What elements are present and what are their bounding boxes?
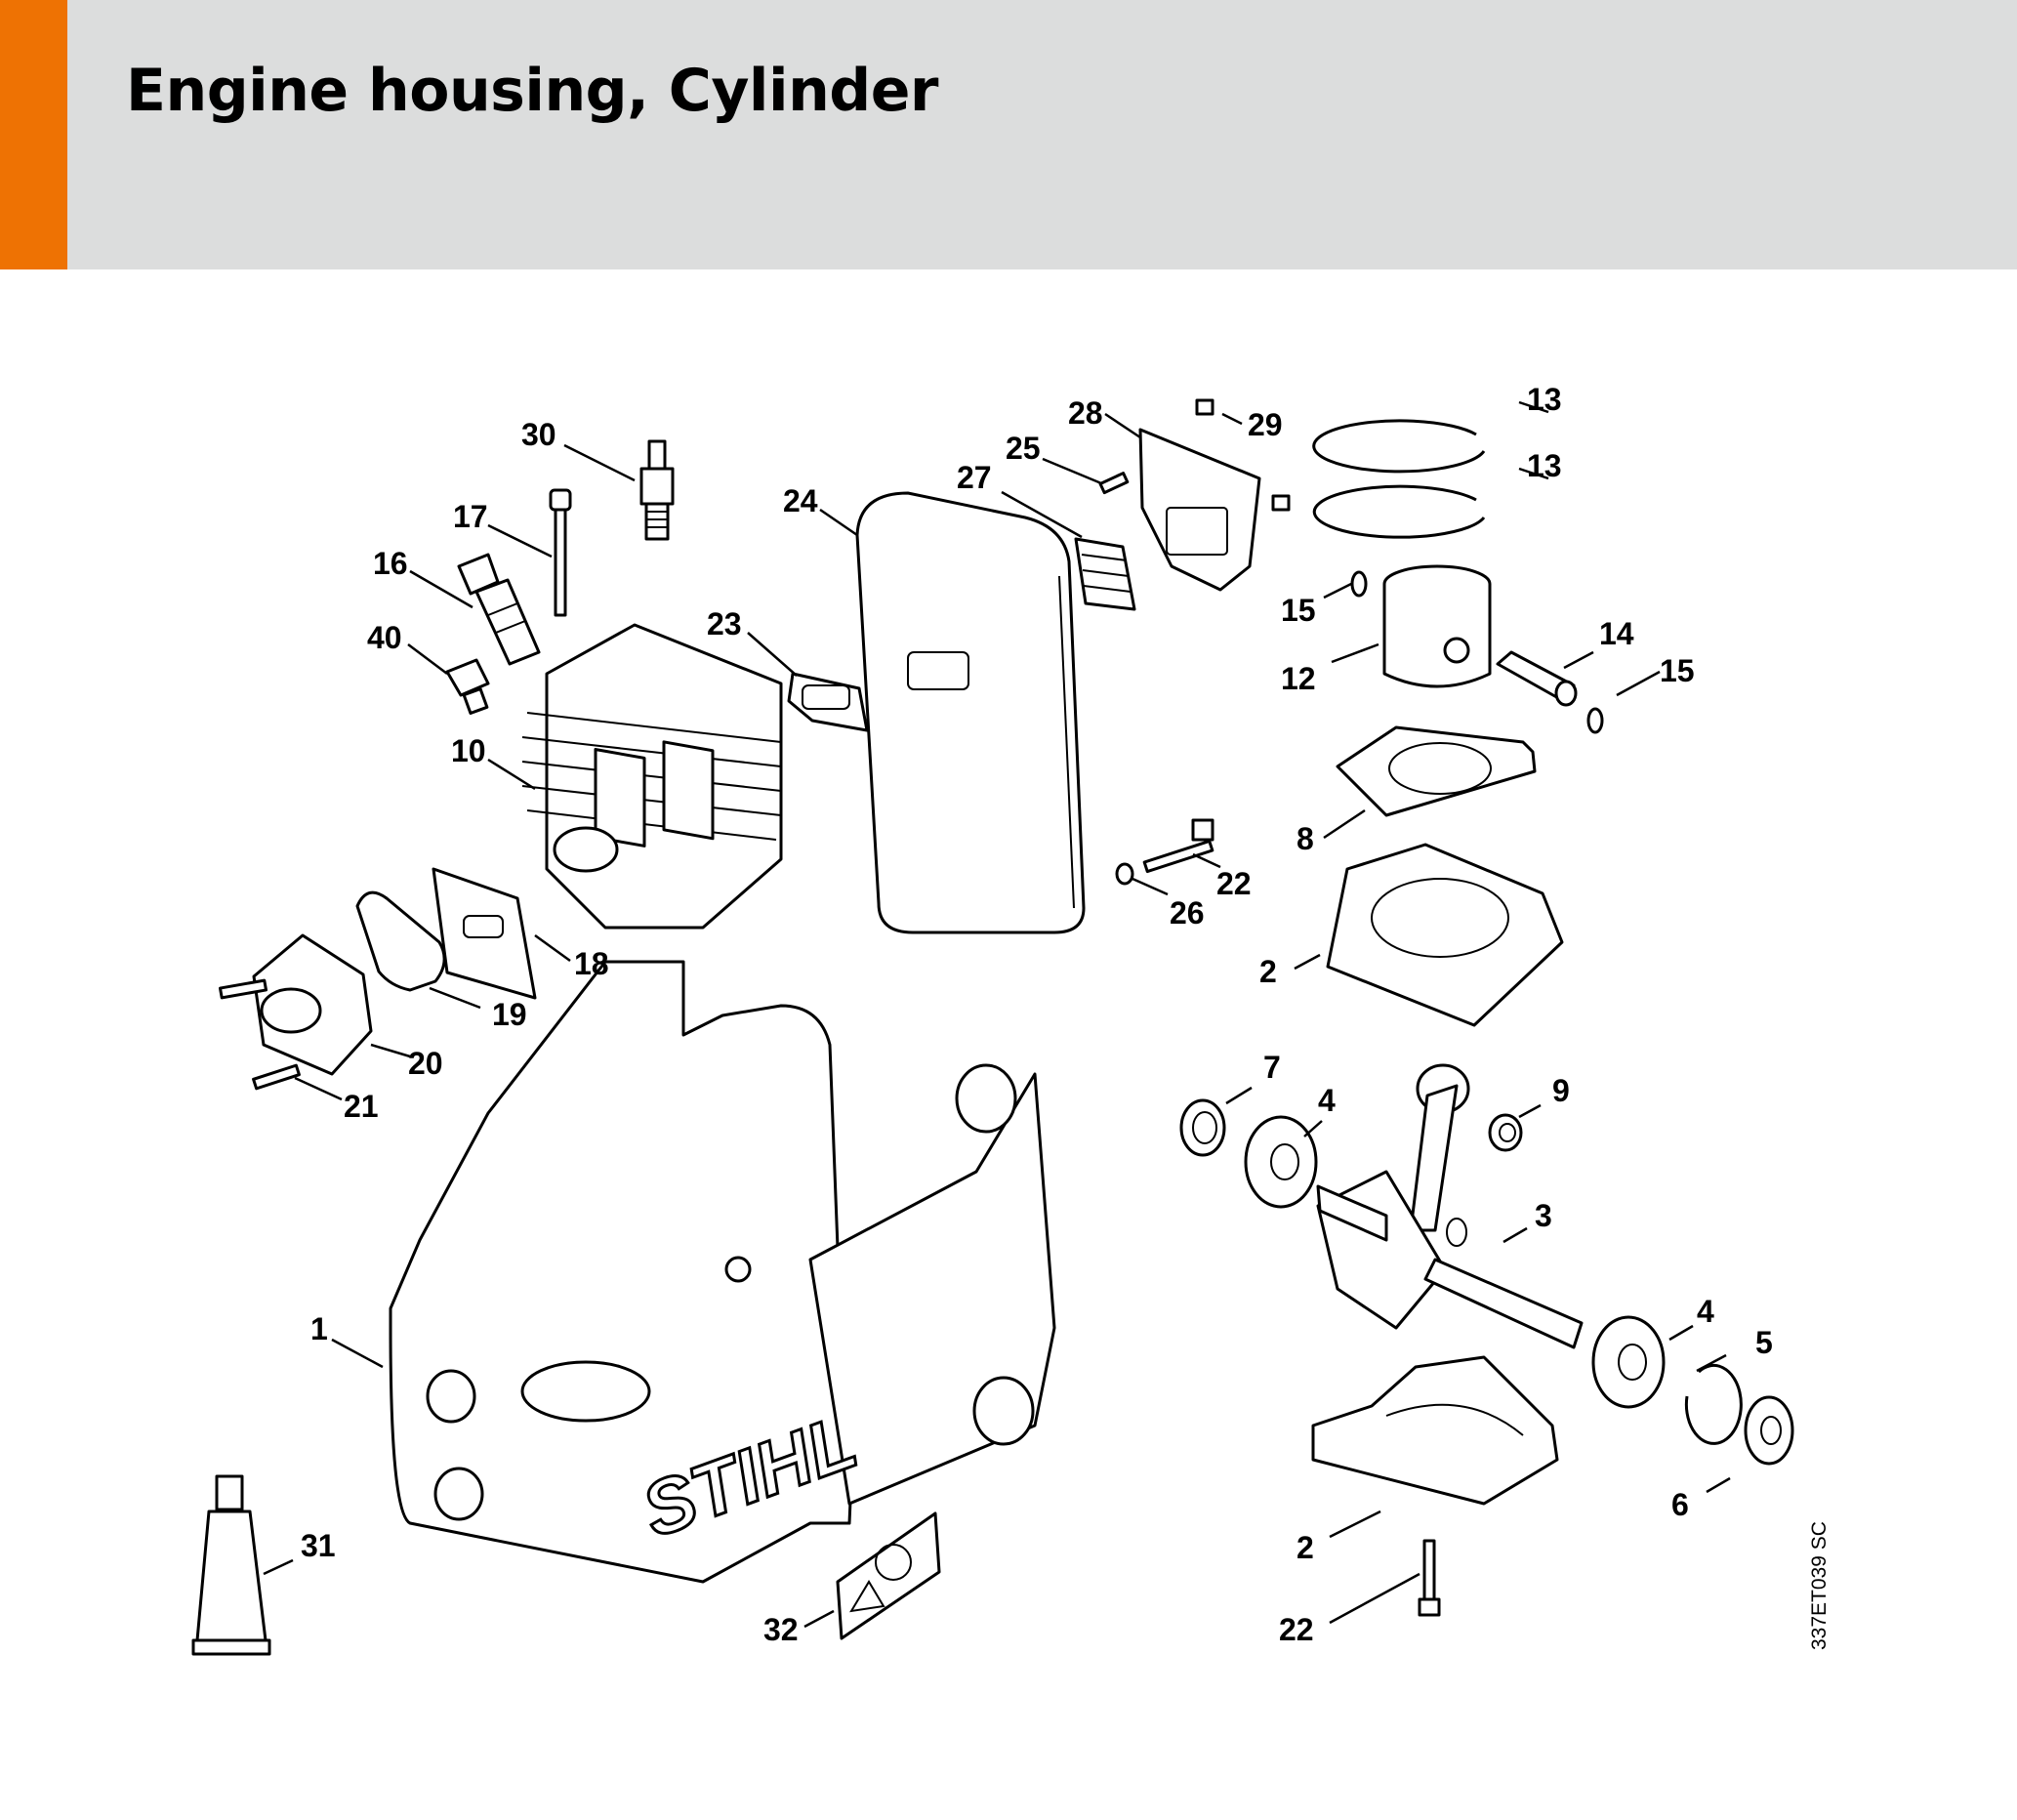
spark-plug (639, 439, 675, 541)
drawing-reference-code: 337ET039 SC (1808, 1521, 1831, 1650)
callout-16: 16 (373, 546, 408, 581)
flange-screws (218, 978, 301, 1091)
callout-9: 9 (1552, 1073, 1570, 1108)
decompression-valve (457, 553, 541, 666)
ball-bearing-left (1244, 1115, 1318, 1209)
callout-4-left: 4 (1318, 1083, 1336, 1118)
callout-1: 1 (310, 1311, 328, 1346)
callout-13-upper: 13 (1527, 382, 1562, 417)
circlips (1350, 570, 1604, 734)
callout-6: 6 (1671, 1487, 1689, 1522)
cylinder (521, 623, 783, 930)
callout-4-right: 4 (1697, 1294, 1714, 1329)
cover-screws (1098, 398, 1291, 512)
plug-screw (445, 658, 490, 715)
callout-22-upper: 22 (1216, 866, 1252, 901)
page-title: Engine housing, Cylinder (126, 57, 939, 125)
muffler-cover-plate (1138, 428, 1261, 592)
muffler (855, 491, 1086, 934)
parts: STIHL (191, 398, 1794, 1656)
callout-15-right: 15 (1660, 653, 1695, 688)
crankshaft (1316, 1063, 1584, 1349)
callout-30: 30 (521, 417, 556, 452)
callout-13-lower: 13 (1527, 448, 1562, 483)
cylinder-gasket (1336, 725, 1537, 817)
callout-28: 28 (1068, 395, 1103, 431)
piston (1382, 564, 1492, 688)
crankcase-half-lower (1311, 1355, 1559, 1506)
callout-23: 23 (707, 606, 742, 641)
callout-2-upper: 2 (1259, 954, 1277, 989)
callout-31: 31 (301, 1528, 336, 1563)
callout-15-left: 15 (1281, 593, 1316, 628)
callout-22-lower: 22 (1279, 1612, 1314, 1647)
callout-27: 27 (957, 460, 992, 495)
callout-40: 40 (367, 620, 402, 655)
header-bar: Engine housing, Cylinder (0, 0, 2017, 269)
callout-2-lower: 2 (1297, 1530, 1314, 1565)
callout-5: 5 (1755, 1325, 1773, 1360)
callout-19: 19 (492, 997, 527, 1032)
callout-21: 21 (344, 1089, 379, 1124)
thrust-washer (1744, 1395, 1794, 1466)
callout-12: 12 (1281, 661, 1316, 696)
callout-17: 17 (453, 499, 488, 534)
shaft-seal (1179, 1098, 1226, 1157)
callout-7: 7 (1263, 1050, 1281, 1085)
callout-14: 14 (1599, 616, 1634, 651)
bearing-circlip (1684, 1363, 1743, 1445)
warning-label (836, 1511, 941, 1640)
crankcase-half-upper (1326, 843, 1564, 1027)
grease-tube (191, 1474, 271, 1656)
callout-18: 18 (574, 946, 609, 981)
long-screw (549, 488, 572, 617)
intake-seal (355, 890, 446, 992)
callout-8: 8 (1297, 821, 1314, 856)
callout-labels: 30 17 16 40 10 23 24 28 29 25 27 13 13 1… (301, 382, 1773, 1647)
muffler-gasket (787, 672, 869, 732)
spark-arrestor-screen (1074, 537, 1136, 611)
needle-cage (1488, 1113, 1523, 1152)
piston-pin (1496, 650, 1578, 707)
piston-rings (1312, 419, 1486, 539)
accent-stripe (0, 0, 67, 269)
engine-housing: STIHL (389, 960, 1056, 1584)
callout-25: 25 (1006, 431, 1041, 466)
leader-lines (263, 400, 1731, 1629)
callout-20: 20 (408, 1046, 443, 1081)
ball-bearing-right (1591, 1315, 1666, 1409)
callout-3: 3 (1535, 1198, 1552, 1233)
screw-lower (1418, 1539, 1441, 1617)
intake-gasket (432, 867, 537, 1000)
callout-26: 26 (1170, 895, 1205, 931)
intake-flange (252, 933, 373, 1076)
callout-24: 24 (783, 483, 818, 518)
callout-10: 10 (451, 733, 486, 768)
callout-29: 29 (1248, 407, 1283, 442)
callout-32: 32 (763, 1612, 799, 1647)
screw-and-washer-upper (1115, 818, 1214, 886)
